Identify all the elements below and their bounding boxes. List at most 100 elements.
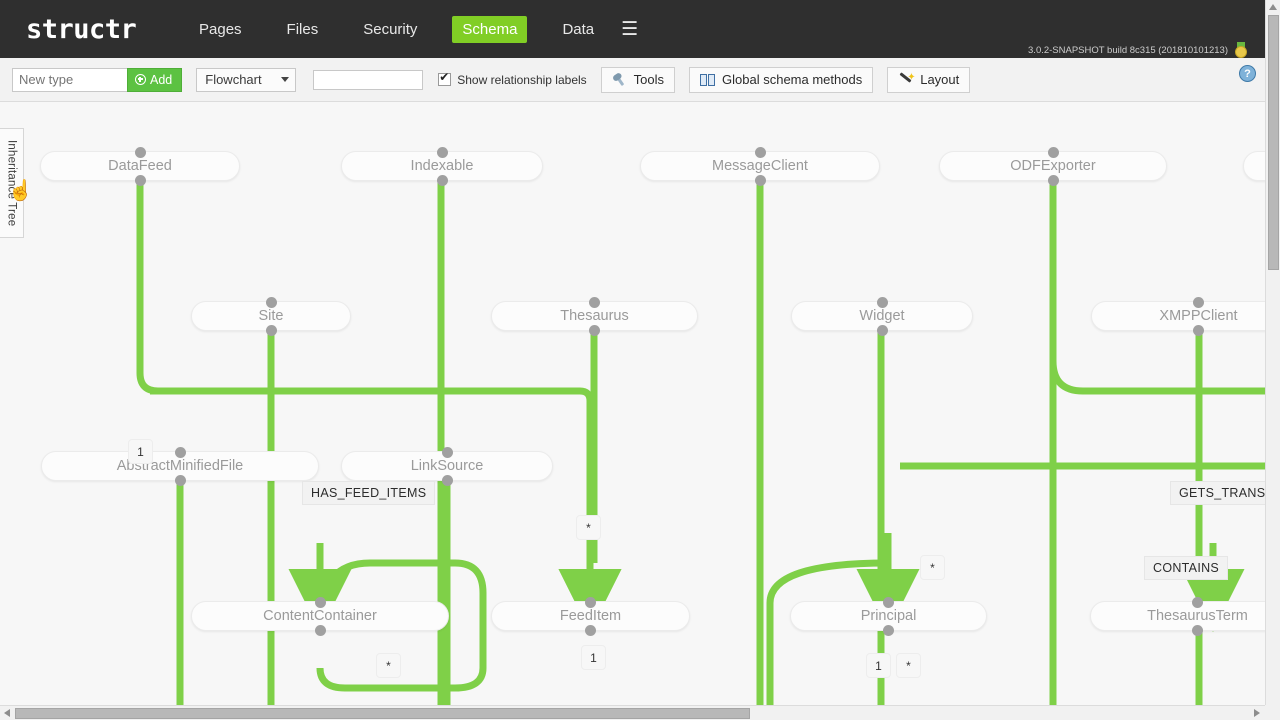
cardinality-badge[interactable]: * (896, 653, 921, 678)
node-port-bottom[interactable] (134, 174, 146, 186)
schema-node-label: XMPPClient (1159, 308, 1238, 324)
layout-select-value: Flowchart (205, 72, 262, 87)
node-port-top[interactable] (441, 446, 453, 458)
node-port-top[interactable] (174, 446, 186, 458)
schema-node-label: ODFExporter (1010, 158, 1096, 174)
node-port-top[interactable] (1047, 146, 1059, 158)
schema-node[interactable]: Thesaurus (491, 296, 698, 336)
show-relationship-labels-checkbox[interactable] (438, 71, 452, 86)
schema-node[interactable]: Principal (790, 596, 987, 636)
cardinality-badge[interactable]: 1 (581, 645, 606, 670)
node-port-top[interactable] (436, 146, 448, 158)
scroll-up-arrow-icon[interactable] (1269, 4, 1277, 10)
layout-algorithm-select[interactable]: Flowchart (196, 67, 297, 92)
node-port-top[interactable] (585, 596, 596, 608)
schema-node-label: Site (258, 308, 284, 324)
node-port-bottom[interactable] (441, 474, 453, 486)
add-button-label: Add (150, 72, 173, 87)
version-text: 3.0.2-SNAPSHOT build 8c315 (201810101213… (1028, 44, 1228, 56)
global-schema-methods-button[interactable]: Global schema methods (689, 66, 874, 93)
nav-item-security[interactable]: Security (363, 20, 418, 38)
node-port-bottom[interactable] (174, 474, 186, 486)
schema-node[interactable]: ContentContainer (191, 596, 449, 636)
magic-wand-icon: ✦ (898, 71, 916, 87)
node-port-top[interactable] (134, 146, 146, 158)
cardinality-badge[interactable]: * (376, 653, 401, 678)
show-relationship-labels-group[interactable]: Show relationship labels (438, 71, 587, 87)
schema-node[interactable]: Site (191, 296, 351, 336)
cardinality-badge[interactable]: 1 (866, 653, 891, 678)
schema-node-label: Principal (860, 608, 917, 624)
relationship-label[interactable]: HAS_FEED_ITEMS (302, 481, 436, 505)
node-port-bottom[interactable] (876, 324, 888, 336)
node-port-bottom[interactable] (883, 624, 894, 636)
node-port-bottom[interactable] (1047, 174, 1059, 186)
layout-button[interactable]: ✦ Layout (887, 66, 971, 93)
new-type-input[interactable] (12, 67, 127, 92)
schema-node[interactable]: XMPPClient (1091, 296, 1268, 336)
schema-node[interactable]: ODFExporter (939, 146, 1167, 186)
node-port-bottom[interactable] (754, 174, 766, 186)
schema-graph-canvas[interactable]: DataFeed Indexable MessageClient ODFExporte… (0, 103, 1268, 705)
cardinality-badge[interactable]: * (576, 515, 601, 540)
schema-node[interactable]: Indexable (341, 146, 543, 186)
nav-item-pages[interactable]: Pages (199, 20, 242, 38)
schema-node[interactable]: MessageClient (640, 146, 880, 186)
schema-node[interactable]: AbstractMinifiedFile (41, 446, 319, 486)
help-icon[interactable]: ? (1239, 65, 1256, 82)
node-port-bottom[interactable] (1192, 624, 1203, 636)
nav-item-files[interactable]: Files (286, 20, 319, 38)
relationship-label[interactable]: GETS_TRANSF (1170, 481, 1268, 505)
chevron-down-icon (281, 77, 290, 82)
tools-button-label: Tools (633, 72, 665, 87)
cardinality-badge[interactable]: * (920, 555, 945, 580)
inheritance-tree-tab[interactable]: Inheritance Tree (0, 128, 24, 238)
cardinality-badge[interactable]: 1 (128, 439, 153, 464)
structr-logo: structr (26, 13, 137, 45)
medal-icon (1234, 42, 1248, 58)
node-port-bottom[interactable] (314, 624, 326, 636)
node-port-top[interactable] (883, 596, 894, 608)
schema-node-label: Widget (859, 308, 905, 324)
schema-node[interactable]: FeedItem (491, 596, 690, 636)
schema-node[interactable]: LinkSource (341, 446, 553, 486)
vertical-scrollbar[interactable] (1265, 0, 1280, 705)
schema-search-input[interactable] (313, 69, 424, 90)
node-port-top[interactable] (265, 296, 277, 308)
scroll-left-arrow-icon[interactable] (4, 709, 10, 717)
node-port-top[interactable] (589, 296, 600, 308)
nav-item-schema[interactable]: Schema (452, 15, 528, 43)
book-icon (700, 73, 716, 87)
node-port-bottom[interactable] (1193, 324, 1204, 336)
node-port-bottom[interactable] (436, 174, 448, 186)
node-port-top[interactable] (1193, 296, 1204, 308)
node-port-top[interactable] (314, 596, 326, 608)
schema-node[interactable]: DataFeed (40, 146, 240, 186)
horizontal-scrollbar-thumb[interactable] (15, 708, 750, 719)
relationship-edges (136, 181, 1268, 705)
schema-node-label: DataFeed (108, 158, 172, 174)
node-port-top[interactable] (1192, 596, 1203, 608)
node-port-bottom[interactable] (585, 624, 596, 636)
node-port-top[interactable] (876, 296, 888, 308)
schema-node[interactable]: ThesaurusTerm (1090, 596, 1268, 636)
scroll-right-arrow-icon[interactable] (1254, 709, 1260, 717)
node-port-bottom[interactable] (265, 324, 277, 336)
vertical-scrollbar-thumb[interactable] (1268, 15, 1279, 270)
wrench-icon (609, 69, 630, 90)
schema-node-label: Indexable (410, 158, 474, 174)
schema-node-label: FeedItem (559, 608, 622, 624)
schema-node[interactable] (1243, 151, 1268, 181)
horizontal-scrollbar[interactable] (0, 705, 1280, 720)
relationship-label[interactable]: CONTAINS (1144, 556, 1229, 580)
node-port-top[interactable] (754, 146, 766, 158)
tools-button[interactable]: Tools (600, 66, 676, 93)
node-port-bottom[interactable] (589, 324, 600, 336)
schema-node[interactable]: Widget (791, 296, 973, 336)
layout-button-label: Layout (920, 72, 960, 87)
nav-item-data[interactable]: Data (562, 20, 595, 38)
hamburger-menu-icon[interactable]: ☰ (621, 18, 639, 40)
scrollbar-corner (1265, 705, 1280, 720)
global-schema-methods-label: Global schema methods (722, 72, 863, 87)
add-type-button[interactable]: Add (127, 67, 183, 92)
